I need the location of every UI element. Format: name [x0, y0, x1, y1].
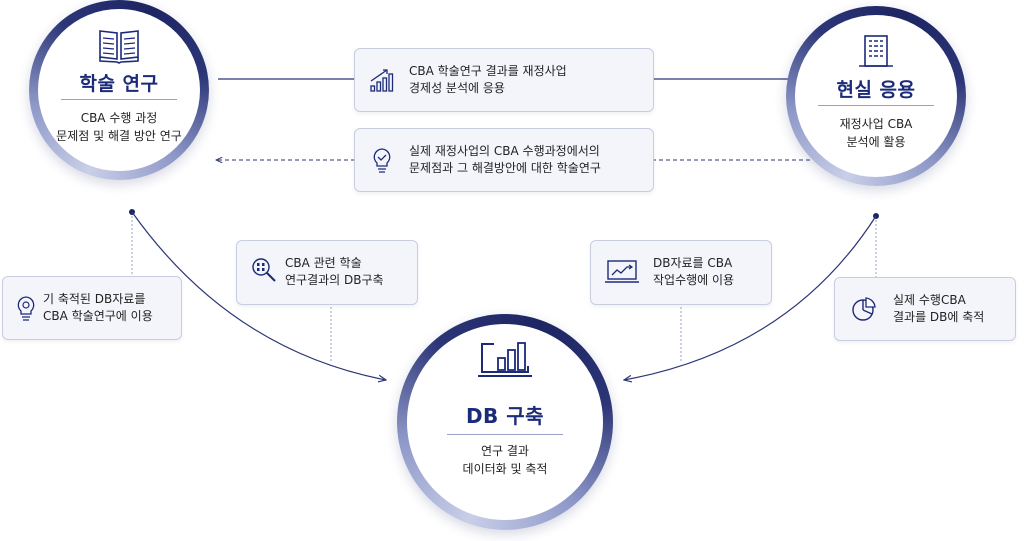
arrow-research-to-db	[131, 211, 386, 380]
db-desc-line-2: 데이터화 및 축적	[462, 462, 548, 476]
flow-line-2: 연구결과의 DB구축	[285, 273, 384, 287]
flow-box-research-to-application: CBA 학술연구 결과를 재정사업 경제성 분석에 응용	[354, 48, 654, 112]
pie-chart-icon	[852, 297, 876, 321]
flow-line-1: 기 축적된 DB자료를	[43, 292, 146, 306]
flow-box-db-to-research: 기 축적된 DB자료를 CBA 학술연구에 이용	[2, 276, 182, 340]
research-divider	[61, 99, 177, 100]
application-desc-line-2: 분석에 활용	[846, 135, 906, 149]
research-desc-line-2: 문제점 및 해결 방안 연구	[56, 129, 182, 143]
flow-line-1: CBA 학술연구 결과를 재정사업	[409, 64, 567, 78]
db-desc: 연구 결과 데이터화 및 축적	[407, 442, 603, 478]
flow-line-1: 실제 재정사업의 CBA 수행과정에서의	[409, 144, 600, 158]
flow-text-research-to-db: CBA 관련 학술 연구결과의 DB구축	[285, 255, 384, 289]
db-divider	[447, 434, 563, 435]
research-title: 학술 연구	[79, 73, 159, 95]
magnifier-data-icon	[252, 258, 276, 282]
building-icon	[859, 35, 893, 67]
flow-text-application-to-research: 실제 재정사업의 CBA 수행과정에서의 문제점과 그 해결방안에 대한 학술연…	[409, 143, 601, 177]
monitor-chart-icon	[478, 342, 532, 377]
flow-box-application-to-db: DB자료를 CBA 작업수행에 이용	[590, 240, 772, 305]
flow-line-1: 실제 수행CBA	[893, 293, 966, 307]
research-desc: CBA 수행 과정 문제점 및 해결 방안 연구	[38, 109, 200, 145]
db-node: DB 구축 연구 결과 데이터화 및 축적	[397, 314, 613, 530]
flow-text-db-accumulation: 실제 수행CBA 결과를 DB에 축적	[893, 292, 984, 326]
application-desc-line-1: 재정사업 CBA	[839, 117, 913, 131]
db-title: DB 구축	[465, 404, 545, 428]
db-desc-line-1: 연구 결과	[481, 444, 529, 458]
flow-line-2: 문제점과 그 해결방안에 대한 학술연구	[409, 161, 601, 175]
application-desc: 재정사업 CBA 분석에 활용	[795, 115, 957, 151]
application-divider	[818, 105, 934, 106]
flow-line-2: 작업수행에 이용	[653, 273, 735, 287]
flow-line-1: DB자료를 CBA	[653, 256, 733, 270]
flow-box-research-to-db: CBA 관련 학술 연구결과의 DB구축	[236, 240, 418, 305]
lightbulb-check-icon	[373, 148, 391, 173]
application-node: 현실 응용 재정사업 CBA 분석에 활용	[786, 6, 966, 186]
flow-box-application-to-research: 실제 재정사업의 CBA 수행과정에서의 문제점과 그 해결방안에 대한 학술연…	[354, 128, 654, 192]
flow-box-db-accumulation: 실제 수행CBA 결과를 DB에 축적	[834, 277, 1016, 341]
flow-line-2: CBA 학술연구에 이용	[43, 309, 153, 323]
flow-text-db-to-research: 기 축적된 DB자료를 CBA 학술연구에 이용	[43, 291, 153, 325]
research-node: 학술 연구 CBA 수행 과정 문제점 및 해결 방안 연구	[29, 0, 209, 180]
research-desc-line-1: CBA 수행 과정	[80, 111, 158, 125]
flow-line-1: CBA 관련 학술	[285, 256, 362, 270]
flow-line-2: 경제성 분석에 응용	[409, 81, 505, 95]
flow-line-2: 결과를 DB에 축적	[893, 310, 985, 324]
flow-text-research-to-application: CBA 학술연구 결과를 재정사업 경제성 분석에 응용	[409, 63, 567, 97]
lightbulb-icon	[17, 296, 35, 321]
arrow-application-to-db	[624, 215, 877, 380]
application-title: 현실 응용	[836, 79, 916, 101]
open-book-icon	[99, 30, 139, 64]
flow-text-application-to-db: DB자료를 CBA 작업수행에 이용	[653, 255, 734, 289]
laptop-chart-icon	[605, 260, 639, 283]
bar-chart-icon	[370, 69, 394, 92]
